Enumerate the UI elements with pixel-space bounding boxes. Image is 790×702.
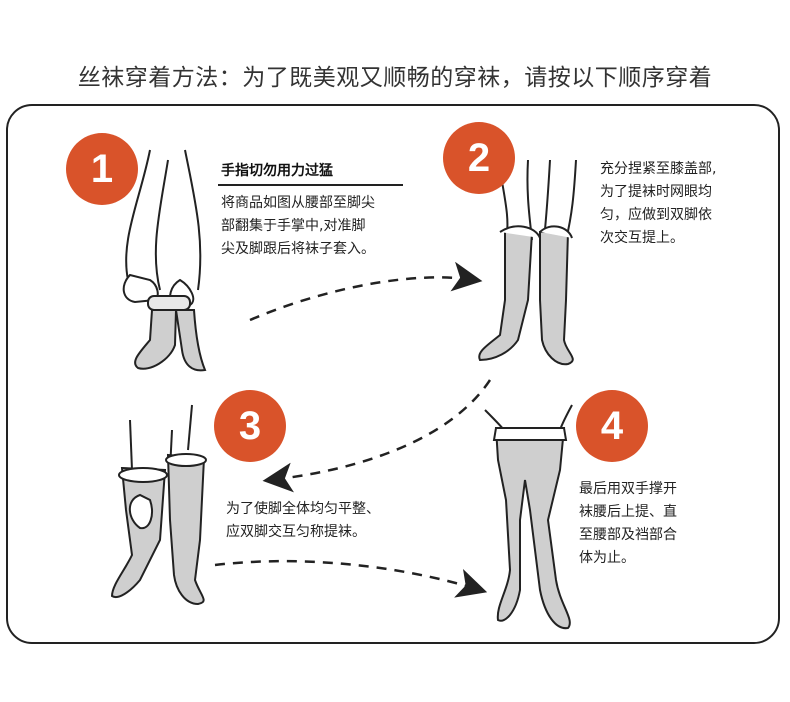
step-1-heading: 手指切勿用力过猛 (221, 163, 333, 179)
step-1-line: 部翻集于手掌中,对准脚 (221, 218, 366, 234)
step-2-text: 充分捏紧至膝盖部, 为了提袜时网眼均 匀，应做到双脚依 次交互提上。 (600, 158, 770, 250)
step-2-line: 为了提袜时网眼均 (600, 184, 712, 200)
step-4-line: 袜腰后上提、直 (579, 504, 677, 520)
step-3-text: 为了使脚全体均匀平整、 应双脚交互匀称提袜。 (226, 498, 426, 544)
step-2-line: 匀，应做到双脚依 (600, 207, 712, 223)
step-2-badge: 2 (443, 122, 515, 194)
step-1-line: 将商品如图从腰部至脚尖 (221, 195, 375, 211)
step-2-line: 充分捏紧至膝盖部, (600, 161, 717, 177)
arrow-2-to-3 (262, 379, 492, 493)
instructions-panel (6, 104, 780, 644)
step-3-line: 应双脚交互匀称提袜。 (226, 524, 366, 540)
step-3-illustration (110, 404, 207, 606)
step-4-line: 体为止。 (579, 550, 635, 566)
step-2-illustration (478, 159, 577, 366)
arrow-1-to-2 (249, 261, 483, 322)
step-4-line: 最后用双手撑开 (579, 481, 677, 497)
step-4-text: 最后用双手撑开 袜腰后上提、直 至腰部及裆部合 体为止。 (579, 478, 749, 570)
step-4-badge: 4 (576, 390, 648, 462)
step-4-line: 至腰部及裆部合 (579, 527, 677, 543)
step-3-line: 为了使脚全体均匀平整、 (226, 501, 380, 517)
step-1-badge: 1 (66, 133, 138, 205)
step-3-badge: 3 (214, 390, 286, 462)
arrow-3-to-4 (214, 559, 488, 598)
step-1-underline (218, 184, 403, 186)
step-1-text: 将商品如图从腰部至脚尖 部翻集于手掌中,对准脚 尖及脚跟后将袜子套入。 (221, 192, 421, 261)
step-4-illustration (484, 404, 573, 630)
page-title: 丝袜穿着方法：为了既美观又顺畅的穿袜，请按以下顺序穿着 (77, 65, 713, 91)
step-1-illustration (122, 149, 207, 372)
step-1-line: 尖及脚跟后将袜子套入。 (221, 241, 375, 257)
step-2-line: 次交互提上。 (600, 230, 684, 246)
